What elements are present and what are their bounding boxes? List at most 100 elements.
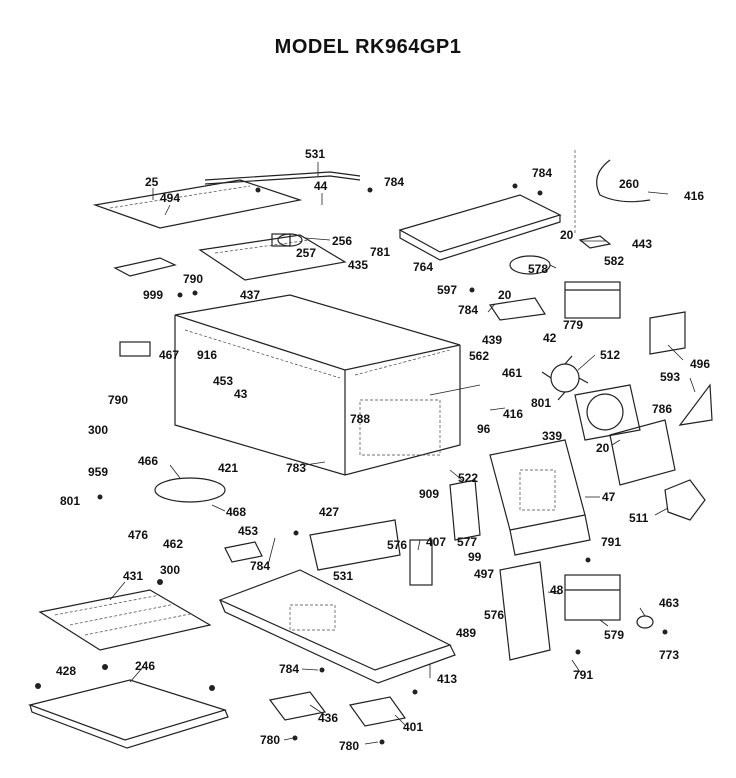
part-label-47: 47 bbox=[602, 490, 616, 504]
screws bbox=[35, 183, 668, 745]
part-label-44: 44 bbox=[314, 179, 328, 193]
part-label-791: 791 bbox=[601, 535, 621, 549]
part-label-764: 764 bbox=[413, 260, 433, 274]
part-label-790: 790 bbox=[183, 272, 203, 286]
part-label-783: 783 bbox=[286, 461, 306, 475]
part-label-531: 531 bbox=[305, 147, 325, 161]
part-label-959: 959 bbox=[88, 465, 108, 479]
part-label-784: 784 bbox=[384, 175, 404, 189]
part-label-786: 786 bbox=[652, 402, 672, 416]
part-label-453: 453 bbox=[213, 374, 233, 388]
part-label-431: 431 bbox=[123, 569, 143, 583]
small-plate-999 bbox=[113, 257, 177, 277]
part-label-99: 99 bbox=[468, 550, 482, 564]
magnetron-579 bbox=[564, 574, 621, 621]
part-label-562: 562 bbox=[469, 349, 489, 363]
part-label-96: 96 bbox=[477, 422, 491, 436]
part-label-453: 453 bbox=[238, 524, 258, 538]
part-label-801: 801 bbox=[60, 494, 80, 508]
part-label-476: 476 bbox=[128, 528, 148, 542]
part-label-416: 416 bbox=[503, 407, 523, 421]
part-label-496: 496 bbox=[690, 357, 710, 371]
part-label-582: 582 bbox=[604, 254, 624, 268]
part-label-773: 773 bbox=[659, 648, 679, 662]
part-label-256: 256 bbox=[332, 234, 352, 248]
part-label-784: 784 bbox=[458, 303, 478, 317]
part-label-597: 597 bbox=[437, 283, 457, 297]
part-label-20: 20 bbox=[596, 441, 610, 455]
cover-401 bbox=[348, 696, 407, 727]
bracket-531b bbox=[309, 519, 401, 571]
top-cover-494 bbox=[92, 179, 303, 229]
part-label-489: 489 bbox=[456, 626, 476, 640]
part-label-784: 784 bbox=[250, 559, 270, 573]
cover-48 bbox=[499, 561, 551, 661]
grommet-443 bbox=[578, 235, 612, 249]
part-label-909: 909 bbox=[419, 487, 439, 501]
part-label-593: 593 bbox=[660, 370, 680, 384]
part-label-260: 260 bbox=[619, 177, 639, 191]
part-label-257: 257 bbox=[296, 246, 316, 260]
part-label-578: 578 bbox=[528, 262, 548, 276]
part-label-246: 246 bbox=[135, 659, 155, 673]
part-label-801: 801 bbox=[531, 396, 551, 410]
part-label-421: 421 bbox=[218, 461, 238, 475]
cavity-wrapper bbox=[174, 294, 461, 476]
hinge-522 bbox=[449, 479, 481, 541]
motor-511 bbox=[664, 479, 706, 521]
part-label-436: 436 bbox=[318, 711, 338, 725]
diagram-title: MODEL RK964GP1 bbox=[274, 36, 462, 58]
part-label-427: 427 bbox=[319, 505, 339, 519]
part-label-437: 437 bbox=[240, 288, 260, 302]
part-label-416: 416 bbox=[684, 189, 704, 203]
part-label-407: 407 bbox=[426, 535, 446, 549]
stirrer-421 bbox=[154, 477, 226, 503]
part-label-512: 512 bbox=[600, 348, 620, 362]
power-cord-260 bbox=[574, 150, 651, 235]
fan-shroud-786 bbox=[574, 384, 676, 486]
part-label-779: 779 bbox=[563, 318, 583, 332]
part-label-435: 435 bbox=[348, 258, 368, 272]
part-label-300: 300 bbox=[88, 423, 108, 437]
part-label-339: 339 bbox=[542, 429, 562, 443]
bottom-plate-246 bbox=[27, 679, 229, 749]
part-label-497: 497 bbox=[474, 567, 494, 581]
part-label-781: 781 bbox=[370, 245, 390, 259]
part-label-48: 48 bbox=[550, 583, 564, 597]
switch-453b bbox=[224, 541, 263, 563]
base-pan-413 bbox=[218, 569, 456, 684]
part-label-401: 401 bbox=[403, 720, 423, 734]
part-label-511: 511 bbox=[629, 511, 649, 525]
part-label-20: 20 bbox=[498, 288, 512, 302]
part-labels: 531 25 494 44 784 784 260 416 20 443 256… bbox=[56, 147, 710, 753]
control-panel-47 bbox=[489, 439, 591, 556]
part-label-413: 413 bbox=[437, 672, 457, 686]
rod-531-top bbox=[204, 171, 361, 185]
part-label-577: 577 bbox=[457, 535, 477, 549]
part-label-579: 579 bbox=[604, 628, 624, 642]
part-label-999: 999 bbox=[143, 288, 163, 302]
part-label-780: 780 bbox=[339, 739, 359, 753]
part-label-780: 780 bbox=[260, 733, 280, 747]
part-label-461: 461 bbox=[502, 366, 522, 380]
cover-436 bbox=[268, 691, 327, 721]
part-label-531: 531 bbox=[333, 569, 353, 583]
part-label-466: 466 bbox=[138, 454, 158, 468]
panel-467 bbox=[119, 341, 151, 357]
part-label-467: 467 bbox=[159, 348, 179, 362]
part-label-468: 468 bbox=[226, 505, 246, 519]
transformer-582 bbox=[564, 281, 621, 319]
bracket-437 bbox=[198, 234, 347, 281]
part-label-784: 784 bbox=[532, 166, 552, 180]
part-label-42: 42 bbox=[543, 331, 557, 345]
part-label-443: 443 bbox=[632, 237, 652, 251]
part-label-25: 25 bbox=[145, 175, 159, 189]
part-label-463: 463 bbox=[659, 596, 679, 610]
part-label-790: 790 bbox=[108, 393, 128, 407]
diode-463 bbox=[636, 615, 654, 629]
part-label-791: 791 bbox=[573, 668, 593, 682]
part-label-462: 462 bbox=[163, 537, 183, 551]
part-label-494: 494 bbox=[160, 191, 180, 205]
fan-blade-512 bbox=[541, 355, 589, 401]
